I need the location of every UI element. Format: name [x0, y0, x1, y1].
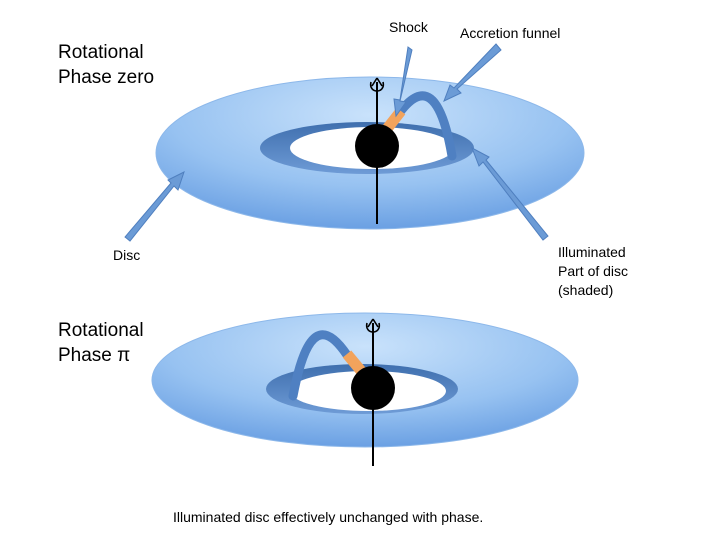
title-line: Rotational [58, 42, 144, 63]
illuminated-pointer-arrow [471, 146, 549, 241]
funnel-pointer-arrow [443, 43, 502, 102]
title-line: Phase π [58, 345, 131, 366]
rotation-arrow-icon [369, 77, 385, 92]
phase-pi-title: Rotational Phase π [58, 318, 144, 368]
neutron-star-bottom [351, 366, 395, 410]
illuminated-part-label: Illuminated Part of disc (shaded) [558, 243, 628, 300]
caption: Illuminated disc effectively unchanged w… [173, 509, 484, 525]
accretion-funnel-label: Accretion funnel [460, 25, 561, 41]
accretion-funnel-top [395, 91, 457, 161]
shock-top [381, 107, 406, 134]
phase-zero-title: Rotational Phase zero [58, 40, 154, 90]
neutron-star-top [355, 124, 399, 168]
label-line: Illuminated [558, 244, 626, 260]
disc-pointer-arrow [124, 171, 185, 242]
top-panel [124, 43, 585, 242]
disc-label: Disc [113, 247, 141, 263]
rotation-arrow-icon [365, 318, 381, 333]
bottom-panel [151, 312, 579, 466]
label-line: Part of disc [558, 263, 629, 279]
title-line: Rotational [58, 320, 144, 341]
shock-label: Shock [389, 19, 428, 35]
shock-pointer-arrow [393, 46, 413, 118]
shock-bottom [342, 350, 367, 376]
label-line: (shaded) [558, 282, 614, 298]
title-line: Phase zero [58, 67, 155, 88]
accretion-funnel-bottom [288, 330, 352, 401]
